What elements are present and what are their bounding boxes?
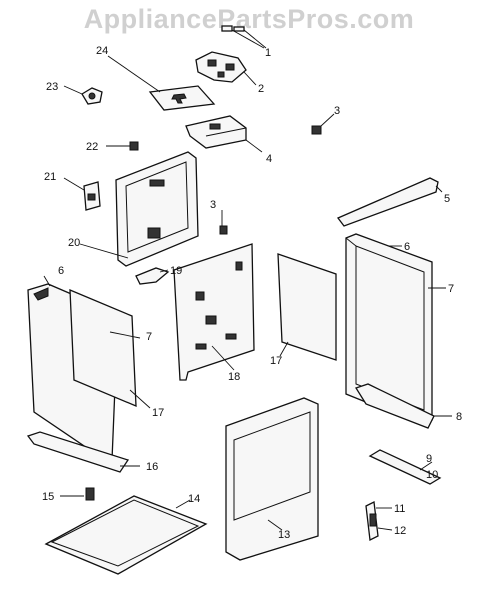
part-21-plate — [63, 177, 101, 211]
part-4-bracket — [185, 115, 263, 153]
callout-12: 12 — [394, 525, 406, 537]
callout-1: 1 — [265, 47, 271, 59]
part-3-screw-top — [311, 113, 335, 135]
part-9-10-hinge — [368, 449, 442, 485]
callout-7-right: 7 — [448, 283, 454, 295]
callout-3-mid: 3 — [210, 199, 216, 211]
part-22-screw — [106, 141, 139, 151]
callout-6-left: 6 — [58, 265, 64, 277]
part-2-bracket — [195, 51, 257, 86]
callout-23: 23 — [46, 81, 58, 93]
callout-15: 15 — [42, 491, 54, 503]
part-23-clip — [63, 85, 103, 105]
part-11-12-latch — [365, 501, 393, 541]
callout-22: 22 — [86, 141, 98, 153]
callout-19: 19 — [170, 265, 182, 277]
callout-10: 10 — [426, 469, 438, 481]
part-15-leg — [60, 487, 95, 501]
part-20-back-panel — [79, 151, 199, 267]
callout-5: 5 — [444, 193, 450, 205]
callout-3-top: 3 — [334, 105, 340, 117]
part-5-rail — [336, 177, 443, 227]
callout-17-center: 17 — [270, 355, 282, 367]
part-18-rear-panel — [173, 243, 255, 381]
watermark: AppliancePartsPros.com — [83, 4, 415, 34]
callout-6-right: 6 — [404, 241, 410, 253]
callout-13: 13 — [278, 529, 290, 541]
part-13-front-frame — [225, 397, 319, 561]
part-3-screw-mid — [219, 210, 228, 235]
part-24-plate — [107, 55, 216, 111]
part-6-side-panel-right — [345, 233, 446, 425]
callout-8: 8 — [456, 411, 462, 423]
part-17-panel-left — [69, 289, 151, 409]
callout-17-left: 17 — [152, 407, 164, 419]
callout-21: 21 — [44, 171, 56, 183]
callout-4: 4 — [266, 153, 272, 165]
callout-14: 14 — [188, 493, 200, 505]
part-1-screws — [221, 25, 267, 49]
callout-2: 2 — [258, 83, 264, 95]
part-8-trim — [355, 383, 452, 429]
callout-7-left: 7 — [146, 331, 152, 343]
part-16-trim — [26, 431, 140, 473]
callout-11: 11 — [394, 503, 405, 515]
callout-20: 20 — [68, 237, 80, 249]
part-17-panel-center — [277, 253, 337, 361]
callout-9: 9 — [426, 453, 432, 465]
part-14-drawer — [44, 495, 208, 575]
part-19-bracket — [135, 267, 170, 285]
callout-24: 24 — [96, 45, 108, 57]
callout-18: 18 — [228, 371, 240, 383]
callout-16: 16 — [146, 461, 158, 473]
